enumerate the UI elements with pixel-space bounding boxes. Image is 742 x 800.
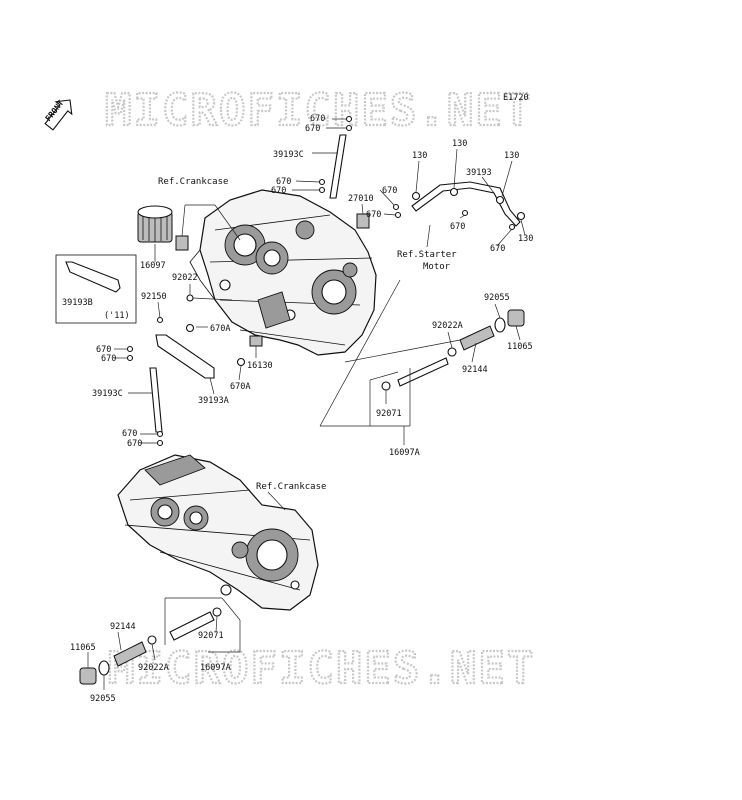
part-label: 92144 xyxy=(462,365,488,375)
part-label: 92022 xyxy=(172,273,198,283)
part-label: 39193B xyxy=(62,298,93,308)
part-label: 130 xyxy=(518,234,533,244)
part-label: 27010 xyxy=(348,194,374,204)
diagram-code: E1720 xyxy=(503,93,529,103)
part-label: 92071 xyxy=(198,631,224,641)
part-label: 92055 xyxy=(484,293,510,303)
filter-nipple-part xyxy=(175,235,189,251)
part-label: 130 xyxy=(452,139,467,149)
part-label: 670 xyxy=(271,186,286,196)
pipe-39193B-box xyxy=(55,254,137,324)
bolt-92150-part xyxy=(156,316,164,324)
part-label: 16130 xyxy=(247,361,273,371)
ref-starter-line1: Ref.Starter xyxy=(397,250,457,260)
upper-crankcase-illustration xyxy=(189,189,377,356)
pipe-39193C-left-part xyxy=(149,367,163,433)
ref-crankcase-top: Ref.Crankcase xyxy=(158,177,228,187)
leader-lines xyxy=(87,118,526,690)
ref-starter-line2: Motor xyxy=(423,262,451,272)
valve-16097A-bottom-part xyxy=(169,611,215,641)
o-ring-92055-bottom xyxy=(98,660,110,676)
gasket-92022A-right xyxy=(447,347,457,357)
part-label: 92144 xyxy=(110,622,136,632)
part-label: 130 xyxy=(504,151,519,161)
gasket-92022A-bottom xyxy=(147,635,157,645)
part-label: 670 xyxy=(305,124,320,134)
front-arrow-icon: FRONT xyxy=(44,98,73,131)
part-label: 92150 xyxy=(141,292,167,302)
part-label: 39193C xyxy=(92,389,123,399)
part-label: 92071 xyxy=(376,409,402,419)
lower-crankcase-illustration xyxy=(117,454,319,611)
part-label: 11065 xyxy=(70,643,96,653)
pipe-39193-part xyxy=(411,181,521,227)
part-label: 670 xyxy=(382,186,397,196)
part-label: 670 xyxy=(122,429,137,439)
plug-11065-bottom xyxy=(79,667,97,685)
part-label: 92022A xyxy=(138,663,169,673)
fitting-16130-part xyxy=(249,335,263,347)
valve-16097A-right-part xyxy=(397,357,449,387)
pipe-39193C-top-part xyxy=(329,134,347,199)
part-label: 670 xyxy=(96,345,111,355)
o-ring-670A-2 xyxy=(236,357,246,367)
plug-11065-right xyxy=(507,309,525,327)
part-label: 670 xyxy=(101,354,116,364)
washer-92022-part xyxy=(186,294,194,302)
part-label: 39193C xyxy=(273,150,304,160)
part-label: 92022A xyxy=(432,321,463,331)
part-label: 670 xyxy=(490,244,505,254)
pipe-39193B-part xyxy=(65,261,121,293)
part-label: 16097A xyxy=(389,448,420,458)
spring-92144-right xyxy=(459,325,495,351)
part-label: 670A xyxy=(210,324,230,334)
part-label: 670A xyxy=(230,382,250,392)
ring-92071-right xyxy=(381,381,391,391)
part-label: 39193A xyxy=(198,396,229,406)
part-label: 670 xyxy=(127,439,142,449)
part-label: ('11) xyxy=(104,311,130,321)
watermark-top: MICROFICHES.NET xyxy=(105,85,532,136)
part-label: 670 xyxy=(310,114,325,124)
o-ring-92055-right xyxy=(494,317,506,333)
ref-crankcase-bottom: Ref.Crankcase xyxy=(256,482,326,492)
part-label: 670 xyxy=(276,177,291,187)
ring-92071-bottom xyxy=(212,607,222,617)
part-labels: 670 670 39193C 670 670 27010 130 130 391… xyxy=(62,114,533,704)
pipe-39193A-part xyxy=(155,334,215,379)
spring-92144-bottom xyxy=(113,641,147,667)
part-label: 92055 xyxy=(90,694,116,704)
watermark-bottom: MICROFICHES.NET xyxy=(108,643,535,694)
part-label: 16097 xyxy=(140,261,166,271)
part-label: 670 xyxy=(366,210,381,220)
part-label: 130 xyxy=(412,151,427,161)
part-label: 39193 xyxy=(466,168,492,178)
oil-filter-part xyxy=(137,205,173,243)
part-label: 670 xyxy=(450,222,465,232)
o-ring-670A-1 xyxy=(185,323,195,333)
part-label: 11065 xyxy=(507,342,533,352)
part-label: 16097A xyxy=(200,663,231,673)
